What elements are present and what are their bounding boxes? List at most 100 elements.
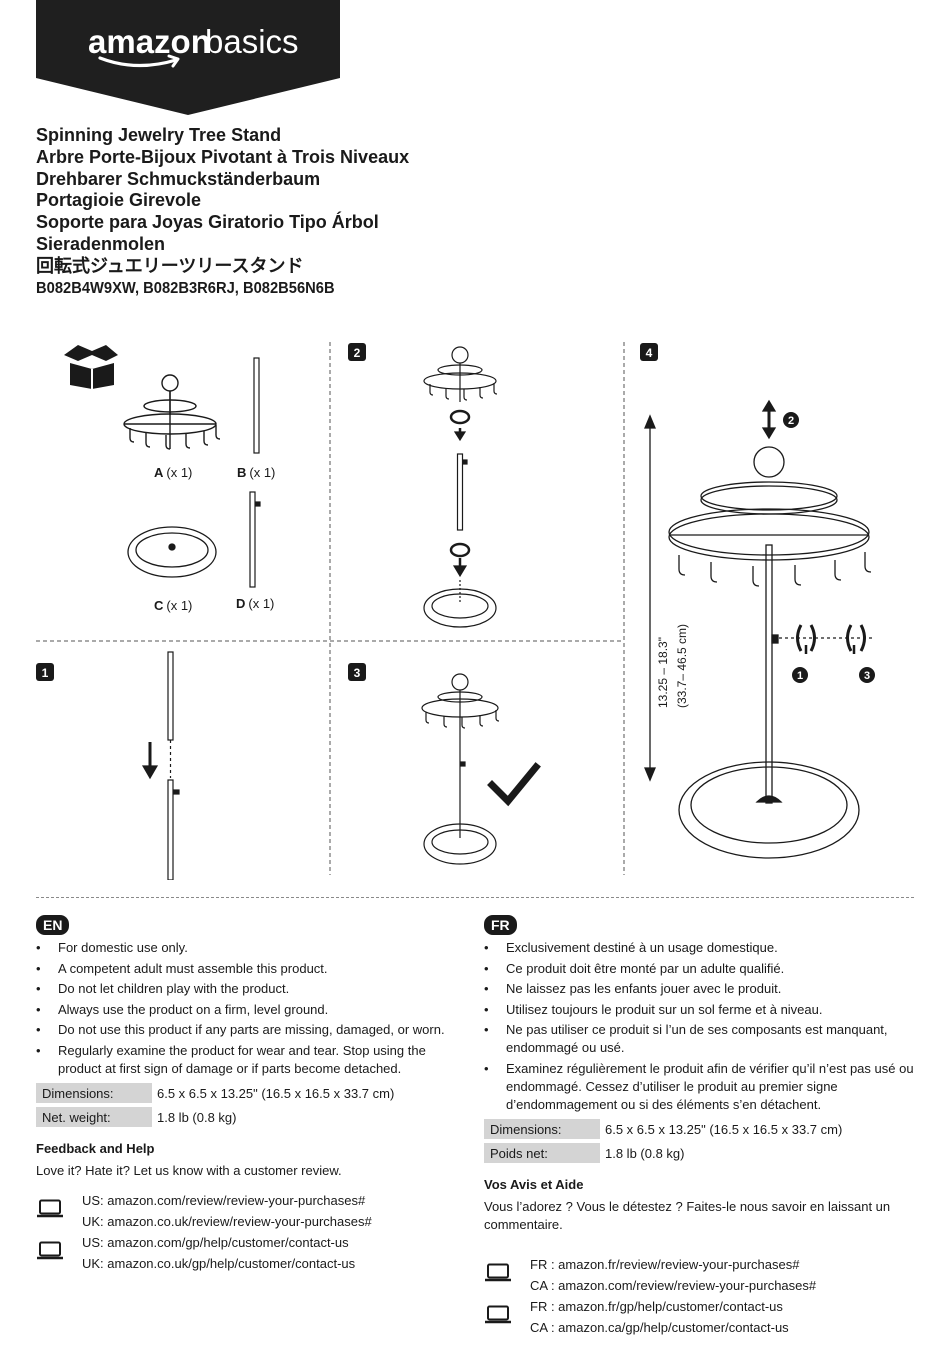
review-link-uk[interactable]: UK: amazon.co.uk/review/review-your-purc…	[82, 1214, 372, 1229]
spec-value: 6.5 x 6.5 x 13.25" (16.5 x 16.5 x 33.7 c…	[605, 1121, 843, 1137]
contact-link-fr[interactable]: FR : amazon.fr/gp/help/customer/contact-…	[530, 1299, 783, 1314]
part-c-base	[127, 526, 217, 578]
contact-link-ca[interactable]: CA : amazon.ca/gp/help/customer/contact-…	[530, 1320, 789, 1335]
part-b-rod	[253, 357, 260, 454]
laptop-icon	[484, 1305, 530, 1330]
spec-label: Poids net:	[484, 1143, 600, 1163]
arrow-down-icon	[141, 765, 159, 780]
list-item: A competent adult must assemble this pro…	[36, 960, 450, 978]
list-item: For domestic use only.	[36, 939, 450, 957]
step-4-illustration: 13.25 – 18.3" (33.7– 46.5 cm)	[644, 399, 873, 859]
laptop-icon	[36, 1241, 82, 1266]
height-range-metric: (33.7– 46.5 cm)	[675, 624, 689, 708]
spec-label: Dimensions:	[484, 1119, 600, 1139]
sku-list: B082B4W9XW, B082B3R6RJ, B082B56N6B	[36, 279, 335, 297]
list-item: Ne laissez pas les enfants jouer avec le…	[484, 980, 914, 998]
spec-table-fr: Dimensions: 6.5 x 6.5 x 13.25" (16.5 x 1…	[484, 1115, 848, 1167]
list-item: Ne pas utiliser ce produit si l’un de se…	[484, 1021, 914, 1057]
brand-banner: amazon basics	[36, 0, 340, 115]
spec-table-en: Dimensions: 6.5 x 6.5 x 13.25" (16.5 x 1…	[36, 1079, 400, 1131]
list-item: Do not let children play with the produc…	[36, 980, 450, 998]
english-section: EN For domestic use only. A competent ad…	[36, 915, 450, 1274]
title-es: Soporte para Joyas Giratorio Tipo Árbol	[36, 212, 379, 233]
brand-name: amazon	[88, 23, 211, 60]
svg-text:B(x 1): B(x 1)	[237, 465, 275, 480]
part-a-letter: A	[154, 465, 164, 480]
rotate-icon	[449, 409, 471, 425]
title-en: Spinning Jewelry Tree Stand	[36, 125, 282, 145]
section-divider	[36, 897, 914, 898]
review-links-en: US: amazon.com/review/review-your-purcha…	[36, 1190, 450, 1232]
spec-value: 6.5 x 6.5 x 13.25" (16.5 x 16.5 x 33.7 c…	[157, 1085, 395, 1101]
step-4-badge: 4	[646, 346, 653, 360]
open-box-icon	[64, 345, 118, 389]
laptop-icon	[36, 1199, 82, 1224]
checkmark-icon	[487, 762, 541, 807]
part-b-letter: B	[237, 465, 246, 480]
title-it: Portagioie Girevole	[36, 190, 202, 211]
part-a-qty: (x 1)	[166, 465, 192, 480]
part-c-qty: (x 1)	[166, 598, 192, 613]
step-1-badge: 1	[42, 666, 49, 680]
contact-link-uk[interactable]: UK: amazon.co.uk/gp/help/customer/contac…	[82, 1256, 356, 1271]
table-row: Net. weight: 1.8 lb (0.8 kg)	[36, 1107, 400, 1127]
spec-label: Dimensions:	[36, 1083, 152, 1103]
part-c-letter: C	[154, 598, 164, 613]
feedback-heading-en: Feedback and Help	[36, 1141, 155, 1156]
part-d-qty: (x 1)	[248, 596, 274, 611]
spec-value: 1.8 lb (0.8 kg)	[157, 1109, 237, 1125]
list-item: Always use the product on a firm, level …	[36, 1001, 450, 1019]
laptop-icon	[484, 1263, 530, 1288]
list-item: Utilisez toujours le produit sur un sol …	[484, 1001, 914, 1019]
safety-list-en: For domestic use only. A competent adult…	[36, 939, 450, 1078]
step-4-ref-1: 1	[797, 670, 803, 682]
svg-text:A(x 1): A(x 1)	[154, 465, 192, 480]
brand-suffix: basics	[205, 23, 299, 60]
title-de: Drehbarer Schmuckständerbaum	[36, 168, 321, 189]
step-2-badge: 2	[354, 346, 361, 360]
contact-links-fr: FR : amazon.fr/gp/help/customer/contact-…	[484, 1296, 914, 1338]
step-4-ref-3: 3	[864, 670, 870, 682]
step-4-ref-2: 2	[788, 415, 794, 427]
table-row: Dimensions: 6.5 x 6.5 x 13.25" (16.5 x 1…	[36, 1083, 400, 1103]
rotate-icon	[449, 542, 471, 558]
list-item: Examinez régulièrement le produit afin d…	[484, 1060, 914, 1114]
lang-badge-fr: FR	[484, 915, 517, 935]
list-item: Ce produit doit être monté par un adulte…	[484, 960, 914, 978]
step-2-illustration	[423, 346, 498, 628]
part-b-qty: (x 1)	[249, 465, 275, 480]
product-titles: Spinning Jewelry Tree Stand Arbre Porte-…	[36, 125, 656, 299]
lang-badge-en: EN	[36, 915, 70, 935]
feedback-heading-fr: Vos Avis et Aide	[484, 1177, 584, 1192]
review-link-us[interactable]: US: amazon.com/review/review-your-purcha…	[82, 1193, 366, 1208]
step-3-illustration	[421, 673, 541, 865]
part-d-letter: D	[236, 596, 245, 611]
title-fr: Arbre Porte-Bijoux Pivotant à Trois Nive…	[36, 146, 410, 167]
contact-links-en: US: amazon.com/gp/help/customer/contact-…	[36, 1232, 450, 1274]
svg-text:D(x 1): D(x 1)	[236, 596, 274, 611]
assembly-diagram: A(x 1) B(x 1) C(x 1) D(x 1) 1 2 3 4	[36, 340, 916, 880]
review-link-ca[interactable]: CA : amazon.com/review/review-your-purch…	[530, 1278, 817, 1293]
review-links-fr: FR : amazon.fr/review/review-your-purcha…	[484, 1254, 914, 1296]
svg-text:C(x 1): C(x 1)	[154, 598, 192, 613]
safety-list-fr: Exclusivement destiné à un usage domesti…	[484, 939, 914, 1114]
part-a-tray	[123, 374, 221, 450]
step-1-illustration	[141, 651, 180, 880]
title-jp: 回転式ジュエリーツリースタンド	[36, 255, 304, 276]
review-link-fr[interactable]: FR : amazon.fr/review/review-your-purcha…	[530, 1257, 800, 1272]
spec-value: 1.8 lb (0.8 kg)	[605, 1145, 685, 1161]
smile-logo-icon	[98, 56, 178, 68]
contact-link-us[interactable]: US: amazon.com/gp/help/customer/contact-…	[82, 1235, 349, 1250]
height-range: 13.25 – 18.3"	[656, 637, 670, 708]
list-item: Regularly examine the product for wear a…	[36, 1042, 450, 1078]
list-item: Exclusivement destiné à un usage domesti…	[484, 939, 914, 957]
table-row: Dimensions: 6.5 x 6.5 x 13.25" (16.5 x 1…	[484, 1119, 848, 1139]
spec-label: Net. weight:	[36, 1107, 152, 1127]
step-3-badge: 3	[354, 666, 361, 680]
feedback-text-fr: Vous l’adorez ? Vous le détestez ? Faite…	[484, 1199, 891, 1232]
list-item: Do not use this product if any parts are…	[36, 1021, 450, 1039]
table-row: Poids net: 1.8 lb (0.8 kg)	[484, 1143, 848, 1163]
feedback-text-en: Love it? Hate it? Let us know with a cus…	[36, 1163, 342, 1178]
french-section: FR Exclusivement destiné à un usage dome…	[484, 915, 914, 1338]
title-nl: Sieradenmolen	[36, 233, 166, 254]
